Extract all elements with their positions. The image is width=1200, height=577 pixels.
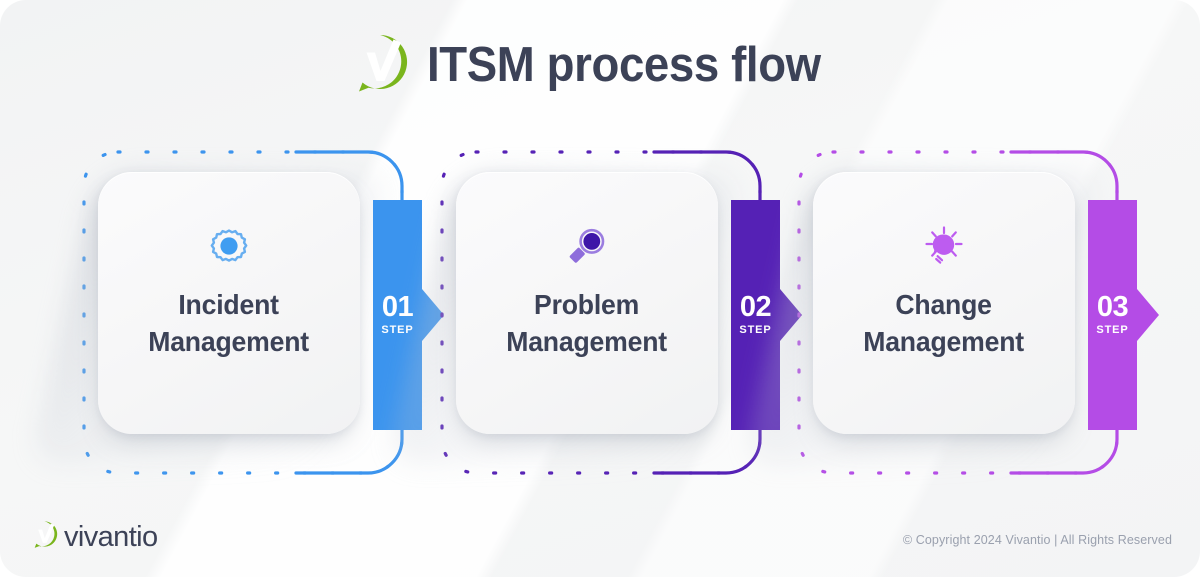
header: ITSM process flow bbox=[0, 26, 1200, 104]
step-word-2: STEP bbox=[739, 324, 772, 337]
step-tab-3[interactable]: 03 STEP bbox=[1088, 200, 1159, 430]
step-word-3: STEP bbox=[1096, 324, 1129, 337]
step-arrow-2 bbox=[780, 289, 802, 341]
card-title-line1: Problem bbox=[534, 289, 640, 320]
step-arrow-1 bbox=[422, 289, 444, 341]
card-title-line2: Management bbox=[506, 326, 668, 358]
lightbulb-icon bbox=[923, 224, 965, 268]
card-title-line2: Management bbox=[148, 326, 310, 358]
copyright-text: © Copyright 2024 Vivantio | All Rights R… bbox=[902, 533, 1172, 547]
step-tab-1[interactable]: 01 STEP bbox=[373, 200, 444, 430]
footer-wordmark: vivantio bbox=[64, 520, 158, 553]
card-title-line1: Change bbox=[895, 289, 993, 320]
process-flow-steps: Incident Management 01 STEP bbox=[0, 150, 1200, 485]
footer-logo: vivantio bbox=[30, 519, 158, 555]
card-title-line2: Management bbox=[863, 326, 1025, 358]
magnifier-icon bbox=[567, 224, 607, 268]
step-number-2: 02 bbox=[739, 290, 772, 323]
step-word-1: STEP bbox=[381, 324, 414, 337]
step-card-1[interactable]: Incident Management 01 STEP bbox=[28, 150, 444, 485]
card-title-line1: Incident bbox=[178, 289, 280, 320]
card-body-3[interactable]: Change Management bbox=[813, 172, 1075, 434]
gear-icon bbox=[209, 224, 249, 268]
card-body-1[interactable]: Incident Management bbox=[98, 172, 360, 434]
card-title-2: Problem Management bbox=[507, 286, 668, 360]
step-number-1: 01 bbox=[381, 290, 414, 323]
card-body-2[interactable]: Problem Management bbox=[456, 172, 718, 434]
step-card-3[interactable]: Change Management 03 STEP bbox=[743, 150, 1159, 485]
step-number-3: 03 bbox=[1096, 290, 1129, 323]
vivantio-check-bubble-logo-icon bbox=[349, 31, 411, 100]
card-title-3: Change Management bbox=[864, 286, 1025, 360]
vivantio-check-bubble-logo-icon bbox=[30, 519, 59, 555]
card-title-1: Incident Management bbox=[149, 286, 310, 360]
step-arrow-3 bbox=[1137, 289, 1159, 341]
step-tab-2[interactable]: 02 STEP bbox=[731, 200, 802, 430]
step-card-2[interactable]: Problem Management 02 STEP bbox=[386, 150, 802, 485]
page-title: ITSM process flow bbox=[427, 37, 822, 92]
